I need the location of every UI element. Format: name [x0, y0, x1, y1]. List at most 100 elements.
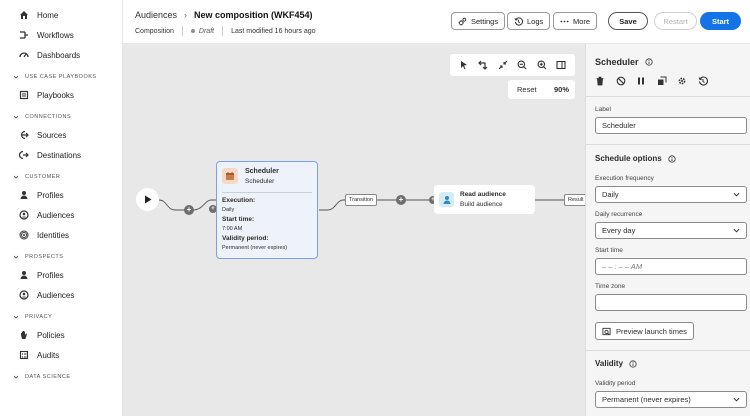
workflow-icon — [19, 30, 29, 40]
sidebar-item-playbooks[interactable]: Playbooks — [0, 85, 122, 105]
section-prospects[interactable]: PROSPECTS — [0, 249, 122, 265]
sidebar-item-label: Audits — [37, 350, 60, 360]
save-button[interactable]: Save — [608, 12, 648, 30]
composition-type: Composition — [135, 27, 174, 35]
history-icon[interactable] — [698, 76, 708, 86]
section-connections[interactable]: CONNECTIONS — [0, 109, 122, 125]
add-activity-button[interactable]: + — [396, 195, 406, 205]
divider — [586, 96, 750, 97]
label-field-label: Label — [595, 106, 611, 113]
schedule-options-title: Schedule options — [595, 154, 676, 163]
info-icon[interactable] — [668, 154, 676, 163]
fit-icon[interactable] — [498, 60, 508, 70]
sidebar-item-prospect-audiences[interactable]: Audiences — [0, 285, 122, 305]
validity-label: Validity period: — [222, 235, 269, 242]
reconnect-icon[interactable] — [478, 60, 488, 70]
sidebar-item-audits[interactable]: Audits — [0, 345, 122, 365]
minimap-icon[interactable] — [556, 60, 566, 70]
label-input[interactable]: Scheduler — [595, 117, 747, 134]
read-audience-node[interactable]: Read audience Build audience — [434, 185, 535, 214]
status-dot — [190, 29, 195, 33]
sidebar-item-label: Destinations — [37, 150, 82, 160]
pointer-icon[interactable] — [459, 60, 469, 70]
copy-icon[interactable] — [657, 76, 667, 86]
sidebar-item-destinations[interactable]: Destinations — [0, 145, 122, 165]
add-activity-button[interactable]: + — [429, 196, 437, 204]
sidebar-item-label: Sources — [37, 130, 67, 140]
section-privacy[interactable]: PRIVACY — [0, 309, 122, 325]
preview-launch-times-button[interactable]: Preview launch times — [595, 322, 694, 340]
node-title: Read audience — [460, 191, 506, 198]
daily-recurrence-select[interactable]: Every day — [595, 222, 747, 239]
add-activity-button[interactable]: + — [209, 205, 217, 213]
source-icon — [19, 130, 29, 140]
connector-lines — [158, 199, 565, 211]
breadcrumb-parent-link[interactable]: Audiences — [135, 10, 178, 20]
sidebar-item-sources[interactable]: Sources — [0, 125, 122, 145]
divider — [181, 26, 183, 36]
panel-title: Scheduler — [595, 57, 653, 67]
time-zone-input[interactable] — [595, 294, 747, 311]
section-use-case-playbooks[interactable]: USE CASE PLAYBOOKS — [0, 69, 122, 85]
restart-button[interactable]: Restart — [654, 12, 697, 30]
sidebar-item-workflows[interactable]: Workflows — [0, 25, 122, 45]
node-subtitle: Scheduler — [245, 178, 275, 185]
calendar-icon — [222, 168, 238, 184]
panel-toolbar — [595, 76, 718, 86]
section-data-science[interactable]: DATA SCIENCE — [0, 369, 122, 385]
transition-label[interactable]: Transition — [345, 194, 377, 206]
pause-icon[interactable] — [636, 76, 646, 86]
start-time-label: Start time: — [222, 216, 255, 223]
sidebar-item-customer-profiles[interactable]: Profiles — [0, 185, 122, 205]
start-time-input[interactable]: – – : – – AM — [595, 258, 747, 275]
zoom-reset-button[interactable]: Reset — [517, 85, 537, 94]
audience-icon — [19, 210, 29, 220]
disable-icon[interactable] — [616, 76, 626, 86]
time-zone-label: Time zone — [595, 283, 626, 290]
play-icon — [144, 195, 151, 204]
destination-icon — [19, 150, 29, 160]
result-label[interactable]: Result — [564, 194, 587, 206]
zoom-out-icon[interactable] — [517, 60, 527, 70]
settings-button[interactable]: Settings — [451, 12, 506, 30]
more-button[interactable]: More — [553, 12, 598, 30]
sidebar-item-home[interactable]: Home — [0, 5, 122, 25]
execution-label: Execution: — [222, 197, 256, 204]
workflow-canvas[interactable]: Reset 90% + + Scheduler Scheduler Execut… — [123, 44, 587, 416]
delete-icon[interactable] — [595, 76, 605, 86]
sidebar-item-prospect-profiles[interactable]: Profiles — [0, 265, 122, 285]
section-customer[interactable]: CUSTOMER — [0, 169, 122, 185]
execution-frequency-label: Execution frequency — [595, 175, 654, 182]
info-icon[interactable] — [644, 58, 653, 66]
sidebar-item-policies[interactable]: Policies — [0, 325, 122, 345]
logs-button[interactable]: Logs — [507, 12, 551, 30]
validity-value: Permanent (never expires) — [222, 245, 288, 251]
more-icon — [560, 20, 569, 22]
execution-frequency-select[interactable]: Daily — [595, 186, 747, 203]
identity-icon — [19, 230, 29, 240]
zoom-in-icon[interactable] — [537, 60, 547, 70]
zoom-level: 90% — [553, 85, 569, 94]
info-icon[interactable] — [629, 359, 637, 368]
sidebar-item-identities[interactable]: Identities — [0, 225, 122, 245]
book-icon — [19, 90, 29, 100]
sidebar-item-customer-audiences[interactable]: Audiences — [0, 205, 122, 225]
read-audience-icon — [439, 192, 454, 207]
chevron-down-icon — [733, 397, 740, 402]
sidebar-item-label: Policies — [37, 330, 65, 340]
add-activity-button[interactable]: + — [184, 205, 194, 215]
chevron-down-icon — [13, 375, 19, 379]
sidebar-item-dashboards[interactable]: Dashboards — [0, 45, 122, 65]
divider — [586, 350, 750, 351]
start-button[interactable]: Start — [700, 12, 741, 30]
person-icon — [19, 190, 29, 200]
validity-period-select[interactable]: Permanent (never expires) — [595, 391, 747, 408]
chevron-down-icon — [13, 175, 19, 179]
start-node[interactable] — [136, 188, 159, 211]
composition-meta: Composition Draft Last modified 16 hours… — [135, 26, 316, 36]
scheduler-node[interactable]: Scheduler Scheduler Execution: Daily Sta… — [216, 161, 318, 259]
sidebar-item-label: Profiles — [37, 270, 64, 280]
start-time-label: Start time — [595, 247, 623, 254]
gear-icon[interactable] — [677, 76, 687, 86]
sidebar-item-label: Profiles — [37, 190, 64, 200]
